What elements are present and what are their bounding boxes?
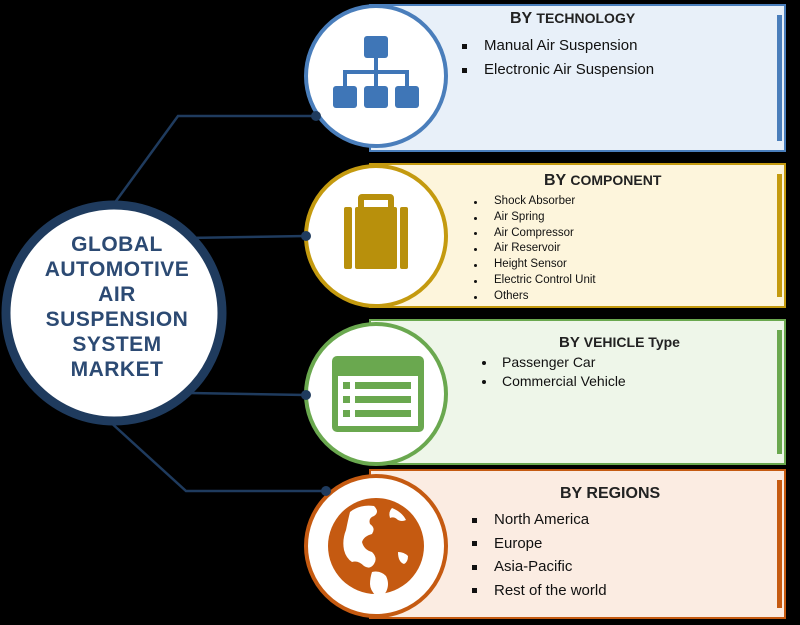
globe-icon: [328, 498, 424, 597]
list-item: Air Spring: [474, 210, 596, 226]
component-heading: BY COMPONENT: [544, 172, 661, 190]
list-item: Electronic Air Suspension: [461, 58, 654, 82]
technology-heading: BY TECHNOLOGY: [510, 10, 635, 28]
vehicle-list: Passenger Car Commercial Vehicle: [482, 353, 626, 391]
list-item: Manual Air Suspension: [461, 34, 654, 58]
list-item: Height Sensor: [474, 257, 596, 273]
component-list: Shock Absorber Air Spring Air Compressor…: [474, 194, 596, 305]
market-title-line: SUSPENSION: [45, 308, 189, 331]
central-circle: [1, 200, 227, 426]
list-item: North America: [472, 508, 607, 532]
list-item: Asia-Pacific: [472, 555, 607, 579]
technology-heading-prefix: BY: [510, 10, 537, 27]
regions-heading-label: BY REGIONS: [560, 485, 661, 502]
list-item: Others: [474, 289, 596, 305]
vehicle-heading: BY VEHICLE Type: [559, 334, 680, 351]
list-item: Electric Control Unit: [474, 273, 596, 289]
briefcase-icon: [344, 194, 408, 269]
list-window-icon: [332, 356, 424, 432]
list-item: Air Reservoir: [474, 241, 596, 257]
list-item: Rest of the world: [472, 579, 607, 603]
regions-heading: BY REGIONS: [560, 485, 660, 503]
component-heading-label: COMPONENT: [570, 172, 662, 188]
market-title-line: AIR: [98, 283, 136, 306]
list-item: Shock Absorber: [474, 194, 596, 210]
technology-list: Manual Air Suspension Electronic Air Sus…: [461, 34, 654, 82]
list-item: Commercial Vehicle: [482, 373, 626, 389]
market-title: GLOBAL AUTOMOTIVE AIR SUSPENSION SYSTEM …: [18, 232, 216, 382]
market-title-line: MARKET: [70, 358, 164, 381]
connector-dots: [301, 111, 331, 496]
component-heading-prefix: BY: [544, 172, 571, 189]
connector-lines: [106, 114, 326, 493]
list-item: Passenger Car: [482, 353, 626, 372]
market-title-line: GLOBAL: [71, 233, 163, 256]
market-title-line: AUTOMOTIVE: [44, 258, 190, 281]
vehicle-heading-prefix: BY: [559, 334, 584, 351]
list-item: Europe: [472, 532, 607, 556]
technology-heading-label: TECHNOLOGY: [536, 10, 636, 26]
vehicle-heading-label: VEHICLE Type: [583, 334, 680, 350]
list-item: Air Compressor: [474, 226, 596, 242]
hierarchy-icon: [333, 36, 419, 108]
regions-list: North America Europe Asia-Pacific Rest o…: [472, 508, 607, 603]
market-title-line: SYSTEM: [72, 333, 162, 356]
